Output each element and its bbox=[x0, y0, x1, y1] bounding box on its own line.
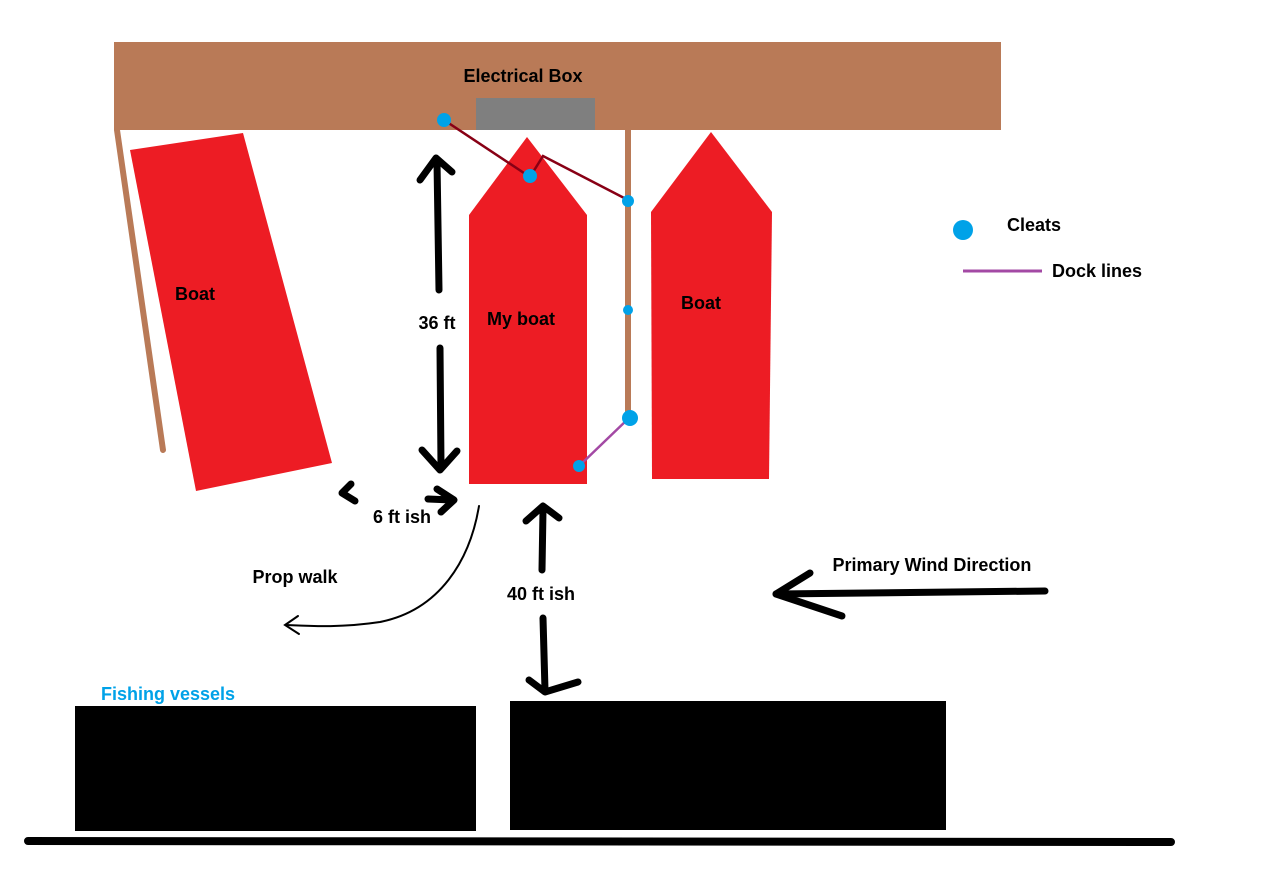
boat-left-label: Boat bbox=[175, 284, 215, 304]
boat-left bbox=[130, 133, 332, 491]
fishing-vessel-left bbox=[75, 706, 476, 831]
length-36-label: 36 ft bbox=[418, 313, 455, 333]
boat-right bbox=[651, 132, 772, 479]
legend-dock-lines-label: Dock lines bbox=[1052, 261, 1142, 281]
legend-cleats-label: Cleats bbox=[1007, 215, 1061, 235]
boat-right-label: Boat bbox=[681, 293, 721, 313]
length-36-arrow bbox=[416, 154, 461, 474]
cleat bbox=[623, 305, 633, 315]
dock-line-bow-1 bbox=[443, 118, 629, 202]
fishing-vessels-label: Fishing vessels bbox=[101, 684, 235, 704]
dock-line-stern bbox=[577, 417, 630, 468]
cleat bbox=[437, 113, 451, 127]
cleat bbox=[622, 410, 638, 426]
distance-40-label: 40 ft ish bbox=[507, 584, 575, 604]
prop-walk-label: Prop walk bbox=[252, 567, 338, 587]
cleat bbox=[573, 460, 585, 472]
cleats bbox=[437, 113, 638, 472]
legend-cleat-icon bbox=[953, 220, 973, 240]
my-boat bbox=[469, 137, 587, 484]
cleat bbox=[523, 169, 537, 183]
gap-6-arrow bbox=[338, 480, 458, 516]
gap-6-label: 6 ft ish bbox=[373, 507, 431, 527]
finger-pier-left bbox=[114, 127, 166, 453]
prop-walk-arrow bbox=[283, 505, 480, 635]
electrical-box bbox=[476, 98, 595, 130]
fishing-vessel-right bbox=[510, 701, 946, 830]
my-boat-label: My boat bbox=[487, 309, 555, 329]
far-dock-line bbox=[24, 837, 1175, 846]
electrical-box-label: Electrical Box bbox=[463, 66, 582, 86]
wind-label: Primary Wind Direction bbox=[833, 555, 1032, 575]
wind-arrow bbox=[772, 569, 1049, 620]
cleat bbox=[622, 195, 634, 207]
distance-40-arrow bbox=[522, 502, 582, 696]
